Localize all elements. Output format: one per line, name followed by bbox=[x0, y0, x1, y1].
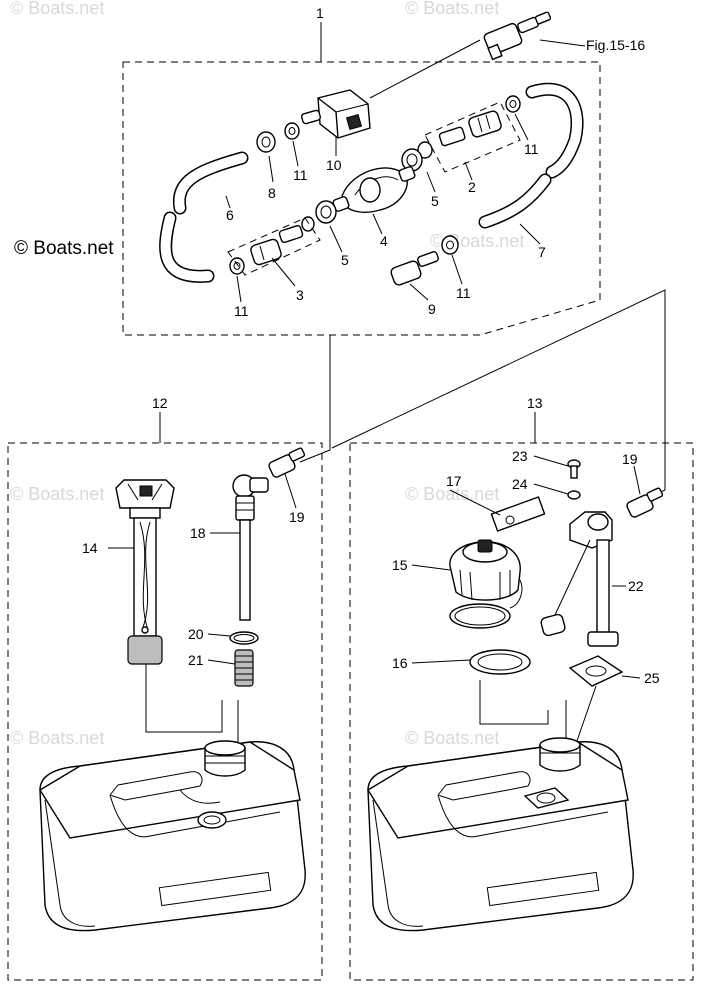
callout-leaders bbox=[108, 113, 641, 679]
tank-13-group-outline bbox=[349, 442, 694, 981]
lock-ring-16 bbox=[469, 649, 531, 675]
watermark-text: © Boats.net bbox=[405, 728, 499, 748]
callout-labels: 1 Fig.15-16 2 3 4 5 5 6 7 8 9 10 11 11 1… bbox=[82, 5, 660, 686]
callout-25: 25 bbox=[644, 670, 660, 686]
fuel-tank-right bbox=[367, 737, 634, 932]
callout-17: 17 bbox=[446, 473, 462, 489]
check-valve-2 bbox=[401, 110, 502, 172]
callout-21: 21 bbox=[188, 652, 204, 668]
fuel-connector-19-left bbox=[268, 447, 306, 478]
screw-23 bbox=[567, 459, 581, 479]
leader-line bbox=[145, 664, 223, 733]
callout-10: 10 bbox=[326, 157, 342, 173]
hose-assembly-group-outline bbox=[122, 61, 601, 336]
callout-8: 8 bbox=[268, 185, 276, 201]
watermark-text: © Boats.net bbox=[10, 728, 104, 748]
check-valve-3 bbox=[250, 216, 315, 266]
callout-12: 12 bbox=[152, 395, 168, 411]
figure-reference: Fig.15-16 bbox=[586, 37, 645, 53]
fuel-gauge-22 bbox=[540, 511, 619, 647]
fuel-cap-15 bbox=[449, 539, 523, 609]
label-17 bbox=[490, 496, 546, 532]
elbow-fitting-18 bbox=[232, 474, 269, 621]
watermark-text: © Boats.net bbox=[405, 484, 499, 504]
callout-13: 13 bbox=[527, 395, 543, 411]
gasket-25 bbox=[568, 655, 624, 687]
callout-7: 7 bbox=[538, 244, 546, 260]
callout-11: 11 bbox=[524, 141, 539, 157]
hose-clamps bbox=[229, 95, 521, 275]
primer-bulb-4 bbox=[315, 166, 416, 224]
callout-5: 5 bbox=[431, 193, 439, 209]
watermark-text: © Boats.net bbox=[10, 484, 104, 504]
fuel-hose-6 bbox=[159, 151, 249, 283]
filter-21 bbox=[234, 649, 254, 687]
callout-11: 11 bbox=[456, 285, 471, 301]
cap-gasket bbox=[449, 603, 511, 629]
connector-10 bbox=[300, 89, 371, 139]
fuel-connector-19-right bbox=[626, 487, 664, 518]
callout-23: 23 bbox=[512, 448, 528, 464]
tank-12-group-outline bbox=[7, 442, 323, 981]
fuel-connector-9 bbox=[390, 251, 439, 286]
callout-16: 16 bbox=[392, 655, 408, 671]
watermark-text: © Boats.net bbox=[10, 0, 104, 18]
watermark-text: © Boats.net bbox=[405, 0, 499, 18]
callout-4: 4 bbox=[380, 233, 388, 249]
callout-24: 24 bbox=[512, 476, 528, 492]
callout-9: 9 bbox=[428, 301, 436, 317]
fuel-tank-left bbox=[39, 740, 306, 932]
callout-5: 5 bbox=[341, 252, 349, 268]
fuel-hose-7 bbox=[478, 82, 584, 229]
washer-24 bbox=[567, 490, 581, 500]
valve-3-outline bbox=[227, 217, 321, 276]
leader-line bbox=[479, 680, 549, 725]
callout-15: 15 bbox=[392, 557, 408, 573]
watermarks: © Boats.net © Boats.net © Boats.net © Bo… bbox=[10, 0, 524, 748]
callout-11: 11 bbox=[293, 167, 308, 183]
callout-6: 6 bbox=[226, 207, 234, 223]
callout-14: 14 bbox=[82, 540, 98, 556]
quick-connector-ref bbox=[483, 11, 552, 61]
callout-19: 19 bbox=[289, 509, 305, 525]
callout-22: 22 bbox=[628, 578, 644, 594]
callout-1: 1 bbox=[316, 5, 324, 21]
callout-11: 11 bbox=[234, 303, 249, 319]
valve-2-outline bbox=[424, 101, 521, 173]
callout-18: 18 bbox=[190, 525, 206, 541]
callout-2: 2 bbox=[468, 179, 476, 195]
callout-3: 3 bbox=[296, 287, 304, 303]
copyright-text: © Boats.net bbox=[14, 238, 114, 259]
callout-19: 19 bbox=[622, 451, 638, 467]
callout-20: 20 bbox=[188, 626, 204, 642]
fuel-gauge-14 bbox=[115, 479, 175, 665]
